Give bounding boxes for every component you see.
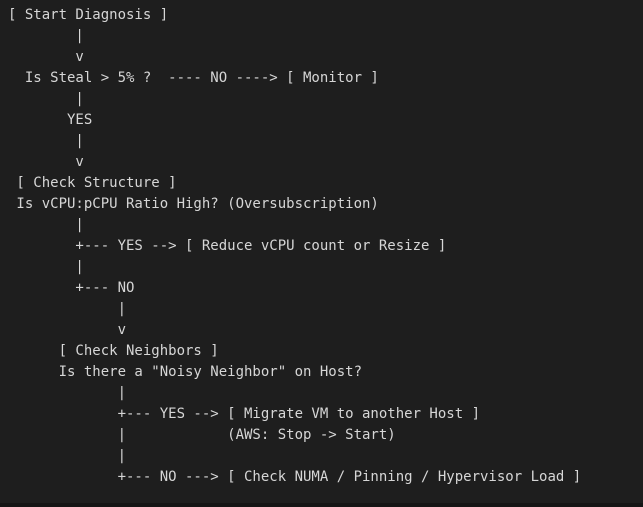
arrow: v xyxy=(8,322,127,338)
aws-note: | (AWS: Stop -> Start) xyxy=(8,427,396,443)
check-structure-node: [ Check Structure ] xyxy=(8,175,177,191)
connector: | xyxy=(8,259,84,275)
migrate-vm-branch: +--- YES --> [ Migrate VM to another Hos… xyxy=(8,406,481,422)
start-diagnosis-node: [ Start Diagnosis ] xyxy=(8,7,169,23)
connector: | xyxy=(8,133,84,149)
connector: | xyxy=(8,28,84,44)
connector: | xyxy=(8,217,84,233)
connector: | xyxy=(8,448,127,464)
ratio-question: Is vCPU:pCPU Ratio High? (Oversubscripti… xyxy=(8,196,379,212)
arrow: v xyxy=(8,49,84,65)
noisy-neighbor-question: Is there a "Noisy Neighbor" on Host? xyxy=(8,364,363,380)
connector: | xyxy=(8,301,127,317)
reduce-vcpu-branch: +--- YES --> [ Reduce vCPU count or Resi… xyxy=(8,238,447,254)
steal-decision: Is Steal > 5% ? ---- NO ----> [ Monitor … xyxy=(8,70,379,86)
check-numa-branch: +--- NO ---> [ Check NUMA / Pinning / Hy… xyxy=(8,469,582,485)
yes-label: YES xyxy=(8,112,93,128)
connector: | xyxy=(8,91,84,107)
arrow: v xyxy=(8,154,84,170)
no-branch: +--- NO xyxy=(8,280,135,296)
bottom-border xyxy=(0,503,643,507)
check-neighbors-node: [ Check Neighbors ] xyxy=(8,343,219,359)
connector: | xyxy=(8,385,127,401)
